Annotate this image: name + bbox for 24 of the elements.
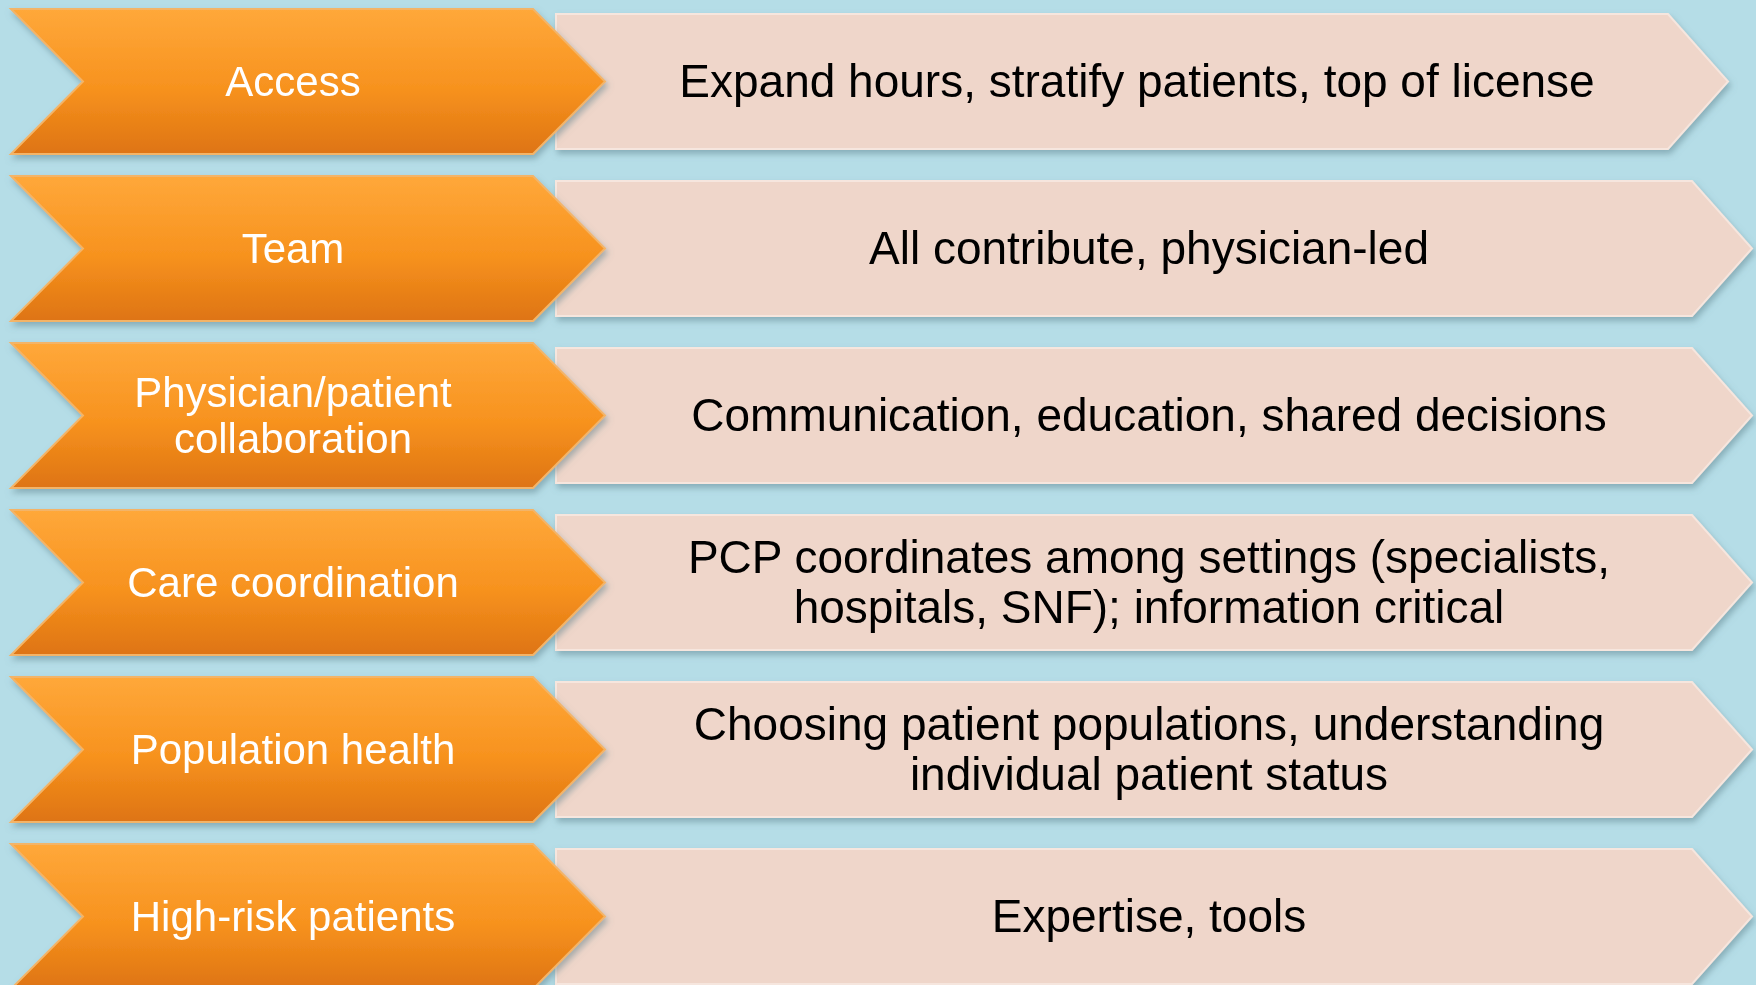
- arrow-banner: [556, 181, 1752, 316]
- arrow-banner: [556, 515, 1752, 650]
- category-label: Physician/patient collaboration: [133, 370, 453, 461]
- category-label: Access: [225, 58, 361, 105]
- description-text: Expand hours, stratify patients, top of license: [679, 56, 1595, 107]
- description-text: Expertise, tools: [991, 891, 1307, 942]
- category-label: Population health: [130, 726, 456, 773]
- description-text: PCP coordinates among settings (specialists, hospitals, SNF); information critical: [686, 532, 1612, 633]
- chevron-shape: [11, 176, 605, 321]
- arrow-banner: [556, 14, 1728, 149]
- chevron-shape: [11, 9, 605, 154]
- category-label: High-risk patients: [130, 893, 456, 940]
- description-text: Choosing patient populations, understanding individual patient status: [692, 699, 1606, 800]
- category-label: Team: [241, 225, 345, 272]
- category-label: Care coordination: [127, 559, 459, 606]
- description-text: All contribute, physician-led: [869, 223, 1429, 274]
- arrow-banner: [556, 682, 1752, 817]
- chevron-shape: [11, 844, 605, 985]
- chevron-shape: [11, 510, 605, 655]
- arrow-banner: [556, 849, 1752, 984]
- arrow-banner: [556, 348, 1752, 483]
- chevron-shape: [11, 343, 605, 488]
- chevron-shape: [11, 677, 605, 822]
- description-text: Communication, education, shared decisions: [691, 390, 1607, 441]
